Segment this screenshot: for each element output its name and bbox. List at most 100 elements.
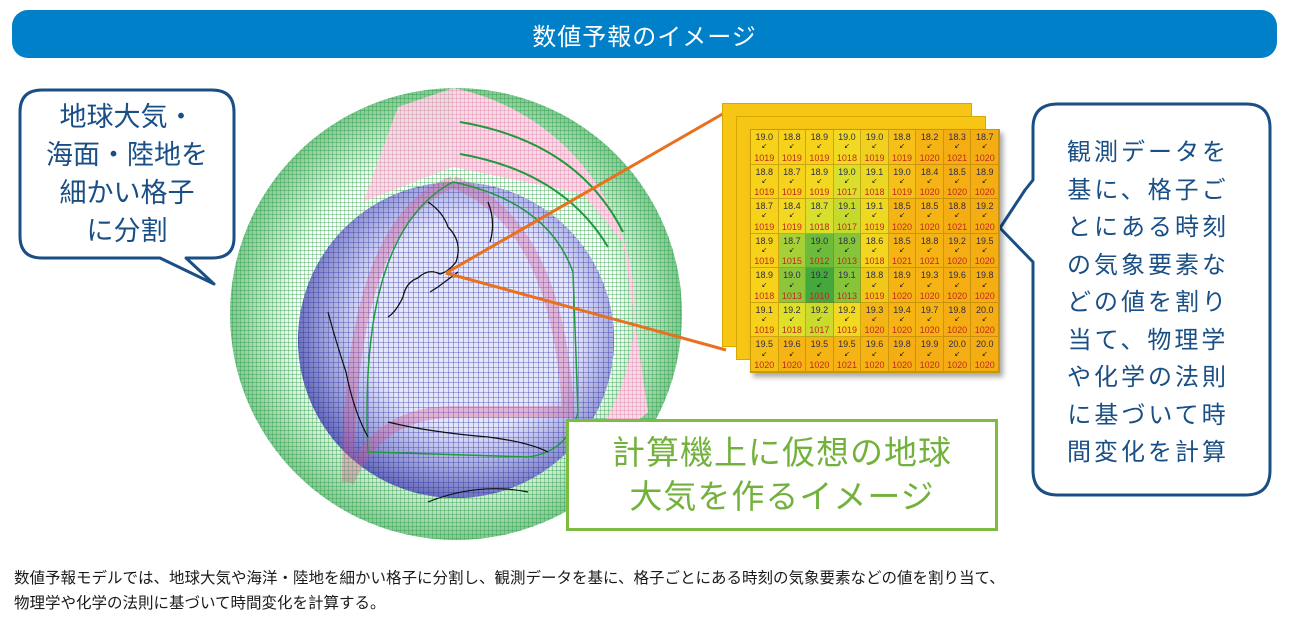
wind-arrow-icon: ↙ — [761, 143, 768, 151]
grid-cell: 19.6↙1020 — [943, 268, 972, 303]
right-callout-line: や化学の法則 — [1067, 363, 1229, 392]
temperature-value: 18.5 — [920, 201, 939, 212]
wind-arrow-icon: ↙ — [926, 350, 933, 358]
temperature-value: 18.8 — [920, 235, 939, 246]
right-callout: 観測データを 基に、格子ご とにある時刻 の気象要素な どの値を割り 当て、物理… — [1030, 108, 1266, 498]
grid-cell: 19.5↙1020 — [751, 337, 779, 372]
temperature-value: 18.8 — [948, 201, 966, 212]
grid-cell: 19.2↙1018 — [778, 302, 807, 338]
title-bar: 数値予報のイメージ — [12, 10, 1277, 58]
wind-arrow-icon: ↙ — [871, 350, 878, 358]
temperature-value: 18.7 — [783, 166, 801, 177]
wind-arrow-icon: ↙ — [816, 212, 823, 220]
wind-arrow-icon: ↙ — [954, 281, 961, 289]
temperature-value: 19.8 — [893, 339, 911, 350]
grid-cell: 19.1↙1019 — [751, 302, 779, 338]
wind-arrow-icon: ↙ — [761, 246, 768, 254]
wind-arrow-icon: ↙ — [981, 246, 988, 254]
pressure-value: 1018 — [781, 325, 802, 336]
grid-cell: 18.7↙1015 — [778, 233, 807, 269]
grid-cell: 20.0↙1020 — [971, 302, 999, 338]
pressure-value: 1013 — [836, 290, 857, 301]
wind-arrow-icon: ↙ — [761, 350, 768, 358]
temperature-value: 19.0 — [838, 132, 856, 142]
wind-arrow-icon: ↙ — [926, 212, 933, 220]
temperature-value: 18.4 — [783, 201, 801, 212]
temperature-value: 19.1 — [838, 270, 856, 281]
pressure-value: 1018 — [809, 221, 830, 232]
pressure-value: 1010 — [809, 290, 830, 301]
right-callout-line: どの値を割り — [1067, 288, 1229, 317]
pressure-value: 1020 — [974, 256, 995, 267]
wind-arrow-icon: ↙ — [761, 281, 768, 289]
grid-cell: 18.8↙1019 — [888, 130, 917, 165]
wind-arrow-icon: ↙ — [981, 281, 988, 289]
wind-arrow-icon: ↙ — [816, 177, 823, 185]
pressure-value: 1020 — [754, 359, 775, 370]
grid-cell: 18.4↙1020 — [916, 164, 944, 200]
pressure-value: 1017 — [836, 221, 857, 232]
pressure-value: 1019 — [809, 187, 830, 198]
wind-arrow-icon: ↙ — [954, 246, 961, 254]
pressure-value: 1020 — [974, 325, 995, 336]
page-title: 数値予報のイメージ — [532, 22, 757, 51]
wind-arrow-icon: ↙ — [926, 177, 933, 185]
pressure-value: 1013 — [836, 256, 857, 267]
virtual-earth-label: 計算機上に仮想の地球 大気を作るイメージ — [566, 419, 998, 531]
wind-arrow-icon: ↙ — [899, 246, 905, 254]
grid-cell: 19.0↙1019 — [751, 130, 779, 165]
pressure-value: 1020 — [974, 152, 995, 163]
temperature-value: 19.6 — [783, 339, 801, 350]
temperature-value: 19.7 — [920, 304, 939, 315]
caption-line: 数値予報モデルでは、地球大気や海洋・陸地を細かい格子に分割し、観測データを基に、… — [14, 569, 1005, 587]
pressure-value: 1019 — [809, 152, 830, 163]
temperature-value: 19.3 — [865, 304, 884, 315]
pressure-value: 1020 — [947, 359, 968, 370]
grid-cell: 19.5↙1020 — [806, 337, 834, 372]
grid-cell: 19.1↙1017 — [833, 199, 862, 234]
wind-arrow-icon: ↙ — [871, 281, 878, 289]
pressure-value: 1018 — [864, 187, 885, 198]
pressure-value: 1020 — [892, 221, 913, 232]
pressure-value: 1021 — [836, 359, 857, 370]
wind-arrow-icon: ↙ — [788, 246, 795, 254]
temperature-value: 19.4 — [893, 304, 911, 315]
wind-arrow-icon: ↙ — [788, 316, 795, 324]
grid-cell: 18.5↙1020 — [888, 199, 917, 234]
wind-arrow-icon: ↙ — [844, 350, 850, 358]
pressure-value: 1018 — [836, 152, 857, 163]
pressure-value: 1019 — [754, 187, 775, 198]
grid-cell: 18.2↙1020 — [916, 130, 944, 165]
temperature-value: 18.7 — [975, 132, 994, 142]
temperature-value: 19.6 — [948, 270, 966, 281]
pressure-value: 1020 — [864, 325, 885, 336]
temperature-value: 19.5 — [755, 339, 774, 350]
temperature-value: 18.8 — [755, 166, 774, 177]
grid-cell: 19.3↙1020 — [861, 302, 889, 338]
wind-arrow-icon: ↙ — [981, 143, 988, 151]
temperature-value: 19.2 — [948, 235, 966, 246]
temperature-value: 18.9 — [755, 270, 774, 281]
grid-cell: 19.6↙1020 — [861, 337, 889, 372]
grid-cell: 19.2↙1019 — [833, 302, 862, 338]
grid-cell: 18.8↙1021 — [916, 233, 944, 269]
left-callout-line: 細かい格子 — [59, 178, 195, 209]
temperature-value: 18.7 — [783, 235, 801, 246]
temperature-value: 19.2 — [838, 304, 856, 315]
wind-arrow-icon: ↙ — [954, 177, 961, 185]
grid-cell: 19.6↙1020 — [778, 337, 807, 372]
wind-arrow-icon: ↙ — [816, 350, 823, 358]
pressure-value: 1021 — [919, 256, 940, 267]
wind-arrow-icon: ↙ — [954, 143, 961, 151]
right-callout-line: とにある時刻 — [1067, 213, 1229, 242]
temperature-value: 19.2 — [810, 304, 829, 315]
grid-cell: 19.0↙1012 — [806, 233, 834, 269]
wind-arrow-icon: ↙ — [954, 212, 961, 220]
pressure-value: 1021 — [892, 256, 913, 267]
wind-arrow-icon: ↙ — [899, 143, 905, 151]
right-callout-line: 間変化を計算 — [1067, 438, 1229, 467]
wind-arrow-icon: ↙ — [926, 316, 933, 324]
temperature-value: 19.1 — [755, 304, 774, 315]
right-callout-line: 基に、格子ご — [1067, 175, 1229, 204]
